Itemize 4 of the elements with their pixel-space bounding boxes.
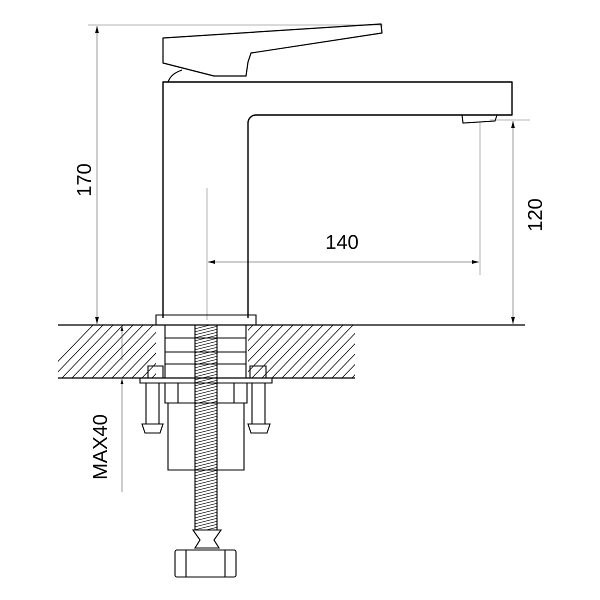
dimension-label: 140 — [326, 234, 358, 250]
dimension-label: 170 — [76, 164, 92, 196]
dimension-label: 120 — [528, 199, 542, 230]
dimension-label: MAX40 — [92, 415, 108, 478]
